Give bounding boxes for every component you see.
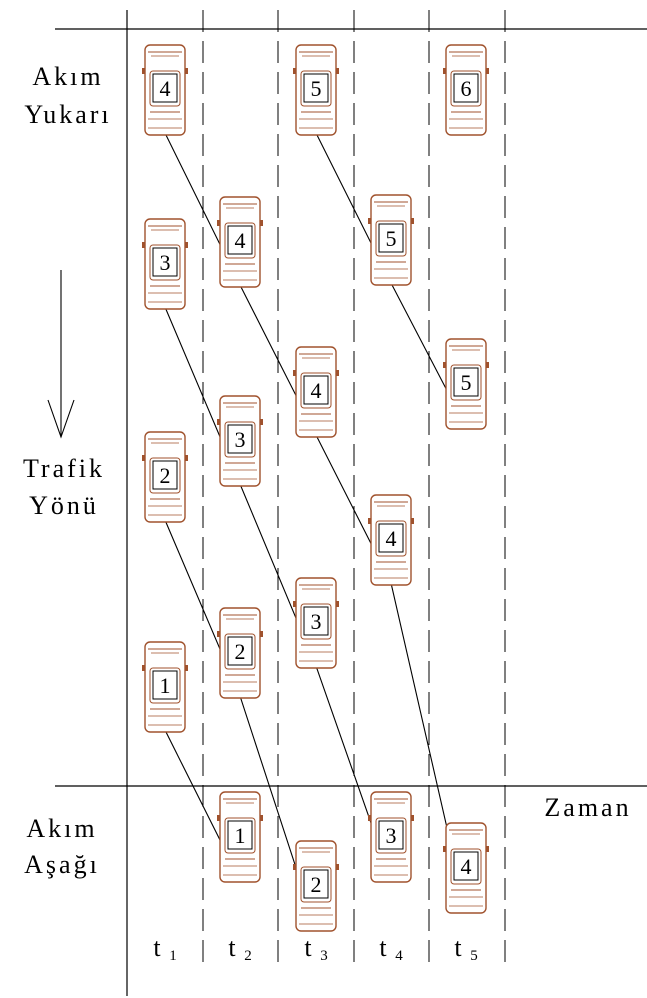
diagram-frame bbox=[55, 10, 647, 996]
time-step-label: t bbox=[153, 933, 161, 962]
trajectory-line-vehicle-3 bbox=[164, 306, 392, 881]
vehicle-number-box bbox=[152, 73, 178, 103]
vehicle-icon: 1 bbox=[217, 791, 263, 883]
time-step-subscript: 1 bbox=[169, 948, 177, 964]
direction-arrow-head bbox=[47, 399, 75, 439]
vehicle-icon: 6 bbox=[443, 44, 489, 136]
vehicle-number: 3 bbox=[386, 823, 397, 848]
vehicle-number-box bbox=[227, 424, 253, 454]
downstream-label-line2: Aşağı bbox=[24, 850, 100, 879]
vehicle-number-box bbox=[453, 367, 479, 397]
vehicle-icon: 2 bbox=[293, 840, 339, 932]
vehicle-number: 4 bbox=[311, 378, 322, 403]
time-step-subscript: 2 bbox=[244, 948, 252, 964]
vehicle-number-box bbox=[227, 820, 253, 850]
vehicle-number: 5 bbox=[311, 76, 322, 101]
vehicle-number-box bbox=[453, 851, 479, 881]
vehicle-number: 4 bbox=[461, 854, 472, 879]
vehicle-icon: 4 bbox=[443, 822, 489, 914]
time-step-label: t bbox=[228, 933, 236, 962]
vehicle-number: 2 bbox=[311, 872, 322, 897]
time-gridlines bbox=[202, 10, 506, 962]
downstream-label-line1: Akım bbox=[26, 814, 97, 843]
vehicle-number-box bbox=[152, 460, 178, 490]
vehicle-number-box bbox=[227, 225, 253, 255]
vehicle-number-box bbox=[303, 73, 329, 103]
vehicle-number: 6 bbox=[461, 76, 472, 101]
vehicle-number-box bbox=[227, 636, 253, 666]
vehicle-number-box bbox=[378, 820, 404, 850]
vehicle-number: 2 bbox=[160, 463, 171, 488]
vehicle-number: 3 bbox=[311, 609, 322, 634]
time-step-subscript: 4 bbox=[395, 948, 403, 964]
trajectory-line-vehicle-4 bbox=[164, 132, 467, 912]
vehicle-number-box bbox=[378, 523, 404, 553]
time-axis-label: Zaman bbox=[544, 793, 631, 822]
direction-arrow bbox=[47, 270, 75, 439]
vehicle-icon: 5 bbox=[368, 194, 414, 286]
vehicle-trajectories bbox=[164, 132, 467, 930]
vehicle-number-box bbox=[453, 73, 479, 103]
vehicle-icon: 3 bbox=[293, 577, 339, 669]
vehicle-number: 2 bbox=[235, 639, 246, 664]
vehicle-icon: 3 bbox=[217, 395, 263, 487]
time-step-label: t bbox=[379, 933, 387, 962]
vehicle-number: 3 bbox=[160, 250, 171, 275]
vehicle-number: 4 bbox=[160, 76, 171, 101]
time-step-label: t bbox=[454, 933, 462, 962]
vehicle-icon: 3 bbox=[368, 791, 414, 883]
upstream-label-line1: Akım bbox=[32, 62, 103, 91]
vehicles: 4 3 2 1 4 3 2 1 5 4 3 2 5 4 3 6 5 4 bbox=[142, 44, 489, 932]
vehicle-icon: 5 bbox=[293, 44, 339, 136]
vehicle-number-box bbox=[152, 247, 178, 277]
vehicle-number: 4 bbox=[386, 526, 397, 551]
direction-label-line2: Yönü bbox=[29, 491, 99, 520]
vehicle-icon: 4 bbox=[217, 196, 263, 288]
direction-label-line1: Trafik bbox=[23, 454, 105, 483]
vehicle-icon: 3 bbox=[142, 218, 188, 310]
vehicle-number-box bbox=[378, 223, 404, 253]
time-step-subscript: 5 bbox=[470, 948, 478, 964]
vehicle-number-box bbox=[303, 869, 329, 899]
vehicle-icon: 2 bbox=[142, 431, 188, 523]
vehicle-icon: 5 bbox=[443, 338, 489, 430]
vehicle-number-box bbox=[152, 670, 178, 700]
vehicle-number: 3 bbox=[235, 427, 246, 452]
vehicle-icon: 4 bbox=[142, 44, 188, 136]
time-step-subscript: 3 bbox=[320, 948, 328, 964]
vehicle-number: 5 bbox=[386, 226, 397, 251]
time-step-label: t bbox=[304, 933, 312, 962]
vehicle-number: 1 bbox=[160, 673, 171, 698]
vehicle-icon: 4 bbox=[368, 494, 414, 586]
vehicle-icon: 2 bbox=[217, 607, 263, 699]
vehicle-icon: 1 bbox=[142, 641, 188, 733]
vehicle-number: 5 bbox=[461, 370, 472, 395]
vehicle-number: 1 bbox=[235, 823, 246, 848]
upstream-label-line2: Yukarı bbox=[24, 100, 111, 129]
vehicle-number: 4 bbox=[235, 228, 246, 253]
vehicle-number-box bbox=[303, 375, 329, 405]
vehicle-number-box bbox=[303, 606, 329, 636]
vehicle-icon: 4 bbox=[293, 346, 339, 438]
